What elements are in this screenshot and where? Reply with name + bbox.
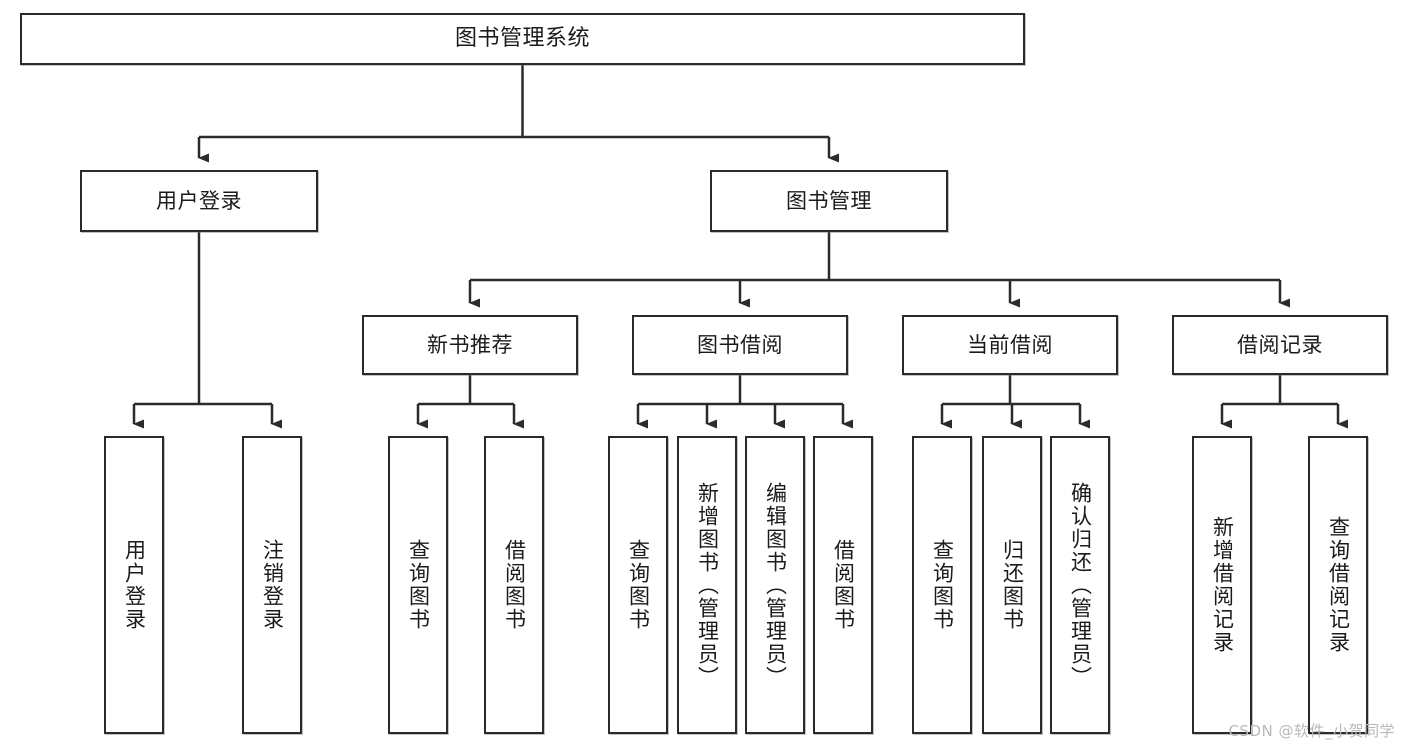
node-leaf-login-1: 用户登录: [104, 436, 164, 734]
node-root: 图书管理系统: [20, 13, 1025, 65]
node-newbook: 新书推荐: [362, 315, 578, 375]
node-label: 图书管理: [786, 188, 872, 213]
node-current: 当前借阅: [902, 315, 1118, 375]
watermark-label: CSDN @软件_小贺同学: [1228, 722, 1395, 740]
node-borrow: 图书借阅: [632, 315, 848, 375]
node-leaf-bor-1: 查询图书: [608, 436, 668, 734]
node-label: 新增借阅记录: [1210, 516, 1235, 654]
node-label: 查询图书: [930, 539, 955, 631]
node-leaf-new-1: 查询图书: [388, 436, 448, 734]
node-bookmgmt: 图书管理: [710, 170, 948, 232]
node-records: 借阅记录: [1172, 315, 1388, 375]
node-label: 确认归还（管理员）: [1068, 481, 1093, 689]
node-leaf-new-2: 借阅图书: [484, 436, 544, 734]
node-leaf-bor-3: 编辑图书（管理员）: [745, 436, 805, 734]
node-leaf-cur-3: 确认归还（管理员）: [1050, 436, 1110, 734]
node-leaf-login-2: 注销登录: [242, 436, 302, 734]
node-label: 借阅图书: [502, 539, 527, 631]
node-label: 图书管理系统: [454, 26, 590, 52]
node-label: 借阅图书: [831, 539, 856, 631]
node-login: 用户登录: [80, 170, 318, 232]
node-label: 用户登录: [156, 188, 242, 213]
node-label: 用户登录: [122, 539, 147, 631]
node-label: 借阅记录: [1237, 332, 1323, 357]
node-leaf-rec-1: 新增借阅记录: [1192, 436, 1252, 734]
node-leaf-cur-2: 归还图书: [982, 436, 1042, 734]
node-label: 归还图书: [1000, 539, 1025, 631]
node-label: 查询图书: [626, 539, 651, 631]
node-label: 查询借阅记录: [1326, 516, 1351, 654]
node-label: 当前借阅: [967, 332, 1053, 357]
node-label: 注销登录: [260, 539, 285, 631]
node-leaf-bor-2: 新增图书（管理员）: [677, 436, 737, 734]
node-leaf-bor-4: 借阅图书: [813, 436, 873, 734]
node-label: 新增图书（管理员）: [695, 481, 720, 689]
node-label: 编辑图书（管理员）: [763, 481, 788, 689]
node-label: 查询图书: [406, 539, 431, 631]
node-leaf-rec-2: 查询借阅记录: [1308, 436, 1368, 734]
node-label: 图书借阅: [697, 332, 783, 357]
node-leaf-cur-1: 查询图书: [912, 436, 972, 734]
node-label: 新书推荐: [427, 332, 513, 357]
